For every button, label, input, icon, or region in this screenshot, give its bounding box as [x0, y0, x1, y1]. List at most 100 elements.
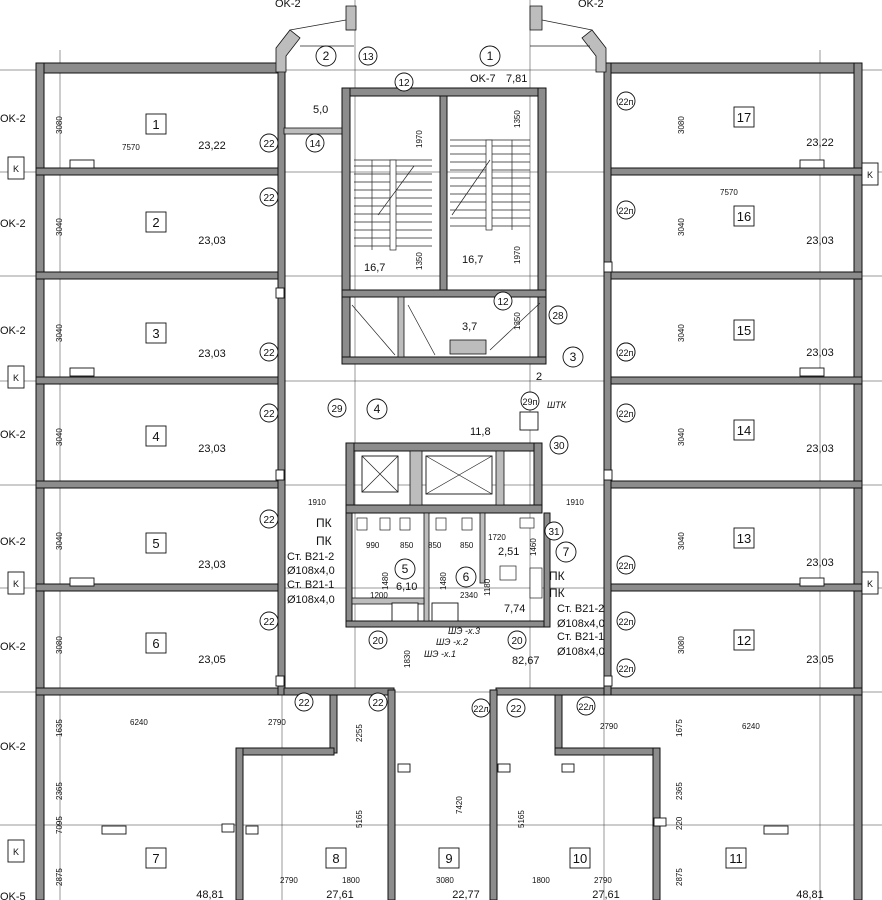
dim-1350-c: 1350 — [513, 312, 522, 330]
room-area-13: 23,03 — [806, 557, 834, 569]
marker-circle-23 — [616, 658, 636, 678]
pk-label-1: ПК — [316, 516, 332, 530]
room-area-1: 23,22 — [198, 140, 226, 152]
dim-1200: 1200 — [370, 591, 388, 600]
marker-circle-31 — [327, 398, 347, 418]
marker-circle-24 — [576, 696, 596, 716]
marker-label-9: 22 — [263, 348, 275, 359]
dim-1830: 1830 — [403, 650, 412, 668]
top-bays — [275, 5, 607, 135]
room-number-12: 12 — [737, 633, 751, 648]
dim-7420: 7420 — [455, 796, 464, 814]
dim-3040-r5: 3040 — [677, 532, 686, 550]
room-number-16: 16 — [737, 209, 751, 224]
dim-2340: 2340 — [460, 591, 478, 600]
lift-marker-6: K — [867, 579, 873, 589]
dim-850-b: 850 — [428, 541, 442, 550]
wc1-area: 6,10 — [396, 581, 417, 593]
corridor-area: 82,67 — [512, 655, 540, 667]
dim-1800-l: 1800 — [342, 876, 360, 885]
room-number-14: 14 — [737, 423, 751, 438]
marker-label-7: 22 — [263, 139, 275, 150]
pk-label-4: ПК — [549, 586, 565, 600]
dim-1480-a: 1480 — [381, 572, 390, 590]
room-area-14: 23,03 — [806, 443, 834, 455]
room-number-4: 4 — [152, 429, 159, 444]
dim-2365-r: 2365 — [675, 782, 684, 800]
marker-circle-16 — [471, 698, 491, 718]
room-number-box-15 — [733, 319, 755, 341]
hall-number: 2 — [536, 371, 542, 383]
stair-left-area: 16,7 — [364, 262, 385, 274]
dim-1970-a: 1970 — [415, 130, 424, 148]
room-area-6: 23,05 — [198, 654, 226, 666]
room-area-11: 48,81 — [796, 889, 824, 900]
marker-label-17: 22п — [619, 97, 634, 107]
dim-220: 220 — [675, 816, 684, 830]
marker-label-31: 29 — [331, 404, 343, 415]
marker-label-14: 22 — [372, 698, 384, 709]
dim-3040-r3: 3040 — [677, 324, 686, 342]
room-area-4: 23,03 — [198, 443, 226, 455]
dim-5165-r: 5165 — [517, 810, 526, 828]
cabinet-label-1: ШЭ -х.1 — [424, 649, 456, 659]
marker-circle-26 — [358, 46, 378, 66]
dim-2365-l: 2365 — [55, 782, 64, 800]
lift-marker-2: K — [13, 373, 19, 383]
room-area-12: 23,05 — [806, 654, 834, 666]
marker-label-30: 28 — [552, 311, 564, 322]
dim-1910-left: 1910 — [308, 498, 326, 507]
room-number-box-5 — [145, 532, 167, 554]
room-number-box-1 — [145, 113, 167, 135]
marker-circle-2 — [562, 346, 584, 368]
window-label-left-6: OK-2 — [0, 641, 26, 653]
marker-circle-4 — [394, 558, 416, 580]
marker-circle-3 — [366, 398, 388, 420]
room-area-2: 23,03 — [198, 235, 226, 247]
marker-label-0: 2 — [323, 49, 330, 63]
window-label-left-2: OK-2 — [0, 218, 26, 230]
marker-label-32: 29п — [523, 397, 538, 407]
riser-left-a: Ст. В21-2 — [287, 551, 334, 563]
marker-label-25: 22п — [619, 348, 634, 358]
marker-label-8: 22 — [263, 193, 275, 204]
marker-label-15: 22 — [510, 704, 522, 715]
riser-right-pipe-a: Ø108x4,0 — [557, 618, 605, 630]
marker-circle-12 — [259, 611, 279, 631]
marker-circle-27 — [394, 72, 414, 92]
dim-990: 990 — [366, 541, 380, 550]
dim-1350-a: 1350 — [415, 252, 424, 270]
room-number-3: 3 — [152, 326, 159, 341]
dim-3040-l4: 3040 — [55, 428, 64, 446]
room-number-box-2 — [145, 211, 167, 233]
lift-marker-3: K — [13, 579, 19, 589]
marker-circle-28 — [493, 291, 513, 311]
lift-marker-5: K — [867, 170, 873, 180]
dim-1675: 1675 — [675, 719, 684, 737]
marker-circle-34 — [544, 521, 564, 541]
window-label-left-8: OK-5 — [0, 891, 26, 900]
riser-left-pipe-b: Ø108x4,0 — [287, 594, 335, 606]
cabinet-label-3: ШЭ -х.3 — [448, 626, 480, 636]
marker-circle-21 — [616, 555, 636, 575]
room-number-15: 15 — [737, 323, 751, 338]
wc2-area: 2,51 — [498, 546, 519, 558]
cabinet-label-2: ШЭ -х.2 — [436, 637, 468, 647]
marker-circle-7 — [259, 133, 279, 153]
dim-1635: 1635 — [55, 719, 64, 737]
riser-right-b: Ст. В21-1 — [557, 631, 604, 643]
marker-circle-1 — [479, 45, 501, 67]
riser-right-a: Ст. В21-2 — [557, 603, 604, 615]
room-area-17: 23,22 — [806, 137, 834, 149]
dim-5165-l: 5165 — [355, 810, 364, 828]
room-area-9: 22,77 — [452, 889, 480, 900]
room-area-16: 23,03 — [806, 235, 834, 247]
room-number-box-13 — [733, 527, 755, 549]
room-number-8: 8 — [332, 851, 339, 866]
dim-6240-right: 6240 — [742, 722, 760, 731]
room-area-10: 27,61 — [592, 889, 620, 900]
marker-label-22: 22п — [619, 617, 634, 627]
marker-label-23: 22п — [619, 664, 634, 674]
wc3-area: 7,74 — [504, 603, 525, 615]
